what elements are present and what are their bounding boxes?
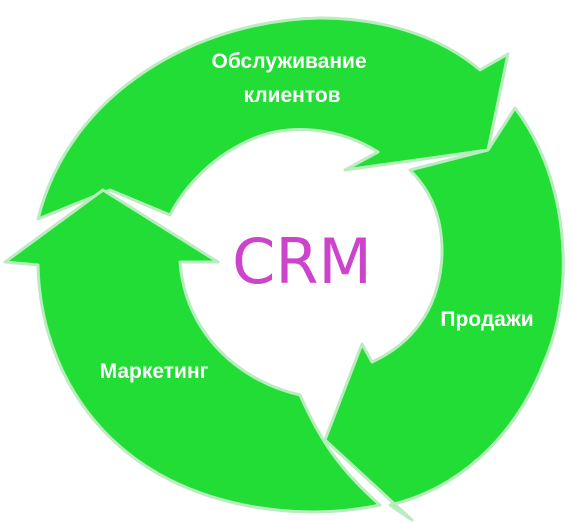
sales-arc-arrow — [323, 106, 565, 522]
service-label: Обслуживание клиентов — [212, 50, 373, 107]
service-label-line-1: Обслуживание — [212, 50, 367, 73]
marketing-arc-arrow — [3, 188, 382, 514]
sales-label: Продажи — [440, 308, 533, 331]
service-label-line-2: клиентов — [243, 84, 340, 107]
center-crm-label: CRM — [232, 225, 372, 298]
segment-labels: Обслуживание клиентов Продажи Маркетинг — [100, 50, 534, 383]
cycle-ring — [3, 16, 565, 522]
marketing-label: Маркетинг — [100, 360, 209, 383]
service-arc-arrow — [36, 16, 510, 221]
